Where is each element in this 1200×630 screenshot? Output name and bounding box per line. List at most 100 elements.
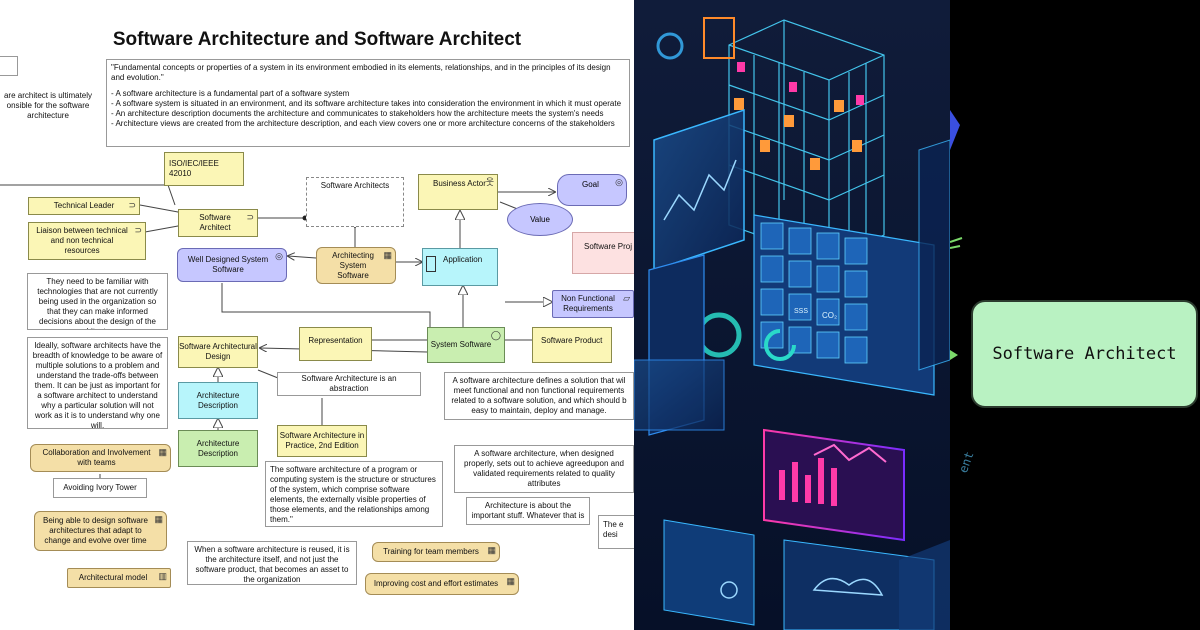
green-arrow-tip [950, 350, 958, 360]
bar-chart-bars [779, 458, 837, 506]
book-reference: Software Architecture in Practice, 2nd E… [277, 425, 367, 457]
liaison-label: Liaison between technical and non techni… [36, 226, 128, 255]
software-project-partial: Software Proj [572, 232, 634, 274]
left-edge-box [0, 56, 18, 76]
dark-panel-decor [950, 110, 963, 360]
system-software-node: System Software◯ [427, 327, 505, 363]
architect-responsibility-note: are architect is ultimately onsible for … [0, 87, 98, 127]
software-architectural-design: Software Architectural Design [178, 336, 258, 368]
definition-bullet: - A software system is situated in an en… [111, 99, 622, 108]
target-icon: ◎ [275, 251, 283, 261]
representation-label: Representation [308, 336, 363, 345]
important-stuff-note: Architecture is about the important stuf… [466, 497, 590, 525]
architecture-diagram-panel: Software Architecture and Software Archi… [0, 0, 634, 630]
software-project-label: Software Proj [584, 242, 633, 251]
goal-element: Goal◎ [557, 174, 627, 206]
book-label: Software Architecture in Practice, 2nd E… [279, 431, 365, 450]
when-designed-note: A software architecture, when designed p… [454, 445, 634, 493]
defines-solution-note: A software architecture defines a soluti… [444, 372, 634, 420]
being-able-label: Being able to design software architectu… [43, 516, 148, 545]
tile-co2-text: CO₂ [822, 311, 837, 320]
role-icon: ⊃ [246, 212, 254, 222]
capability-icon: ▦ [158, 447, 167, 457]
diagram-title: Software Architecture and Software Archi… [112, 29, 522, 50]
nonfunctional-label: Non Functional Requirements [561, 294, 615, 313]
capability-icon: ▦ [487, 545, 496, 555]
gauge-ring-2 [764, 329, 796, 361]
component-icon [426, 256, 436, 272]
bottom-left-tile [663, 519, 755, 626]
improving-label: Improving cost and effort estimates [373, 579, 499, 588]
technical-leader-role: Technical Leader ⊃ [28, 197, 140, 215]
glass-pane-left [653, 108, 745, 272]
avoiding-ivory-tower: Avoiding Ivory Tower [53, 478, 147, 498]
non-functional-requirements: Non Functional Requirements▱ [552, 290, 634, 318]
architecting-system-software: Architecting System Software ▦ [316, 247, 396, 284]
isometric-tech-illustration: CO₂ SSS [634, 0, 950, 630]
building-accents [737, 62, 864, 105]
mid-pane [634, 359, 725, 431]
architecture-description-1: Architecture Description [178, 382, 258, 419]
abstraction-note: Software Architecture is an abstraction [277, 372, 421, 396]
value-label: Value [530, 215, 550, 224]
architectural-model-label: Architectural model [78, 573, 148, 582]
architectural-model: Architectural model ▥ [67, 568, 171, 588]
blue-shape-fragment [950, 110, 960, 150]
role-icon: ⊃ [128, 200, 136, 210]
tile-sss-text: SSS [794, 308, 808, 315]
training-label: Training for team members [383, 547, 479, 556]
system-software-icon: ◯ [490, 330, 501, 340]
business-actor-label: Business Actor [433, 179, 486, 188]
role-icon: ⊃ [134, 225, 142, 235]
model-icon: ▥ [158, 571, 167, 581]
green-stroke-fragment [950, 237, 963, 249]
reuse-note: When a software architecture is reused, … [187, 541, 357, 585]
edge-tile [899, 540, 950, 630]
architecting-label: Architecting System Software [332, 250, 374, 280]
target-icon: ◎ [615, 177, 623, 187]
software-architects-group: Software Architects [306, 177, 404, 227]
value-element: Value [507, 203, 573, 236]
familiar-technologies-note: They need to be familiar with technologi… [27, 273, 168, 330]
collaboration-capability: Collaboration and Involvement with teams… [30, 444, 171, 472]
top-orange-frame [703, 17, 735, 59]
magenta-line [813, 443, 887, 463]
liaison-role: Liaison between technical and non techni… [28, 222, 146, 260]
software-architect-card-label: Software Architect [992, 344, 1177, 364]
bottom-right-tile [783, 539, 935, 630]
arch-description-label: Architecture Description [196, 390, 240, 410]
dark-card-panel: ent Software Architect [950, 0, 1200, 630]
structure-definition-note: The software architecture of a program o… [265, 461, 443, 527]
software-product-label: Software Product [541, 336, 603, 345]
improving-estimates-capability: Improving cost and effort estimates ▦ [365, 573, 519, 595]
well-designed-label: Well Designed System Software [187, 255, 269, 274]
iso-standard-box: ISO/IEC/IEEE 42010 [164, 152, 244, 186]
ideally-note: Ideally, software architects have the br… [27, 337, 168, 429]
definition-note: "Fundamental concepts or properties of a… [106, 59, 630, 147]
adaptive-design-capability: Being able to design software architectu… [34, 511, 167, 551]
dashboard-tile-grid: CO₂ SSS [753, 214, 935, 396]
sw-arch-design-label: Software Architectural Design [179, 342, 257, 361]
well-designed-system-software: Well Designed System Software ◎ [177, 248, 287, 282]
diagram-connectors [0, 184, 634, 483]
cloud-icon [812, 577, 884, 596]
tech-illustration-panel: CO₂ SSS [634, 0, 950, 630]
capability-icon: ▦ [506, 576, 515, 586]
partial-note-right: The e desi [598, 515, 634, 549]
technical-leader-label: Technical Leader [53, 201, 115, 210]
glow-ring-top [656, 32, 684, 60]
arch-description-label: Architecture Description [196, 438, 240, 458]
system-software-label: System Software [430, 340, 492, 349]
lock-icon [720, 581, 738, 599]
definition-bullet: - An architecture description documents … [111, 109, 604, 118]
architecture-description-2: Architecture Description [178, 430, 258, 467]
software-architect-card: Software Architect [971, 300, 1198, 408]
process-icon: ▦ [383, 250, 392, 260]
application-component: Application [422, 248, 498, 286]
collaboration-label: Collaboration and Involvement with teams [42, 448, 151, 467]
software-product: Software Product [532, 327, 612, 363]
definition-bullet: - A software architecture is a fundament… [111, 89, 350, 98]
software-architect-role: Software Architect⊃ [178, 209, 258, 237]
